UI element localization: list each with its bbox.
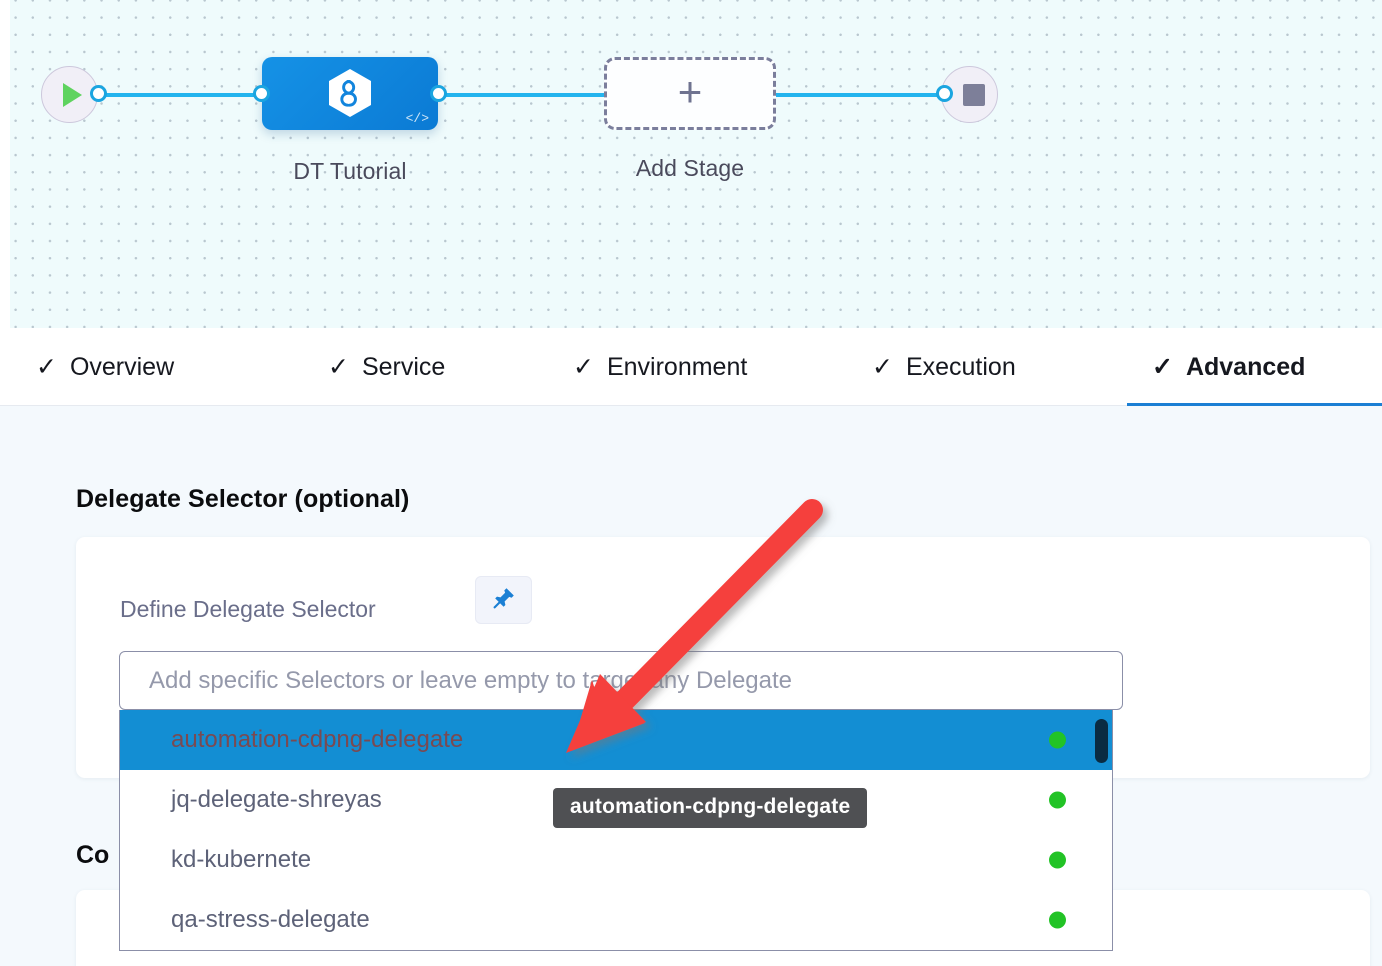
- stop-icon: [962, 83, 985, 106]
- stage-tab-bar: ✓ Overview ✓ Service ✓ Environment ✓ Exe…: [0, 328, 1382, 407]
- status-indicator-icon: [1049, 911, 1066, 929]
- status-indicator-icon: [1049, 851, 1066, 869]
- tab-execution-label: Execution: [905, 352, 1016, 381]
- tab-environment[interactable]: ✓ Environment: [573, 328, 803, 406]
- check-icon: ✓: [872, 352, 893, 381]
- delegate-selector-input-wrap[interactable]: Add specific Selectors or leave empty to…: [119, 651, 1123, 710]
- code-icon: </>: [405, 111, 429, 126]
- delegate-option-label: qa-stress-delegate: [171, 906, 370, 933]
- list-item[interactable]: automation-cdpng-delegate: [120, 710, 1112, 770]
- tab-overview-label: Overview: [69, 352, 175, 381]
- harness-hexagon-icon: [324, 67, 376, 124]
- delegate-tooltip: automation-cdpng-delegate: [553, 788, 868, 828]
- active-tab-underline: [1127, 403, 1382, 407]
- list-item[interactable]: jq-delegate-shreyas: [120, 770, 1112, 830]
- pipeline-start-node[interactable]: [41, 66, 98, 123]
- add-stage-node[interactable]: +: [604, 57, 776, 130]
- tab-advanced-label: Advanced: [1185, 352, 1306, 381]
- tab-service-label: Service: [361, 352, 446, 381]
- delegate-option-label: automation-cdpng-delegate: [171, 726, 464, 753]
- tab-execution[interactable]: ✓ Execution: [872, 328, 1072, 406]
- pipeline-canvas[interactable]: </> DT Tutorial + Add Stage: [0, 0, 1382, 328]
- tab-overview[interactable]: ✓ Overview: [36, 328, 216, 406]
- check-icon: ✓: [36, 352, 57, 381]
- delegate-selector-placeholder: Add specific Selectors or leave empty to…: [149, 666, 793, 694]
- stage-node-label: DT Tutorial: [293, 158, 407, 184]
- status-indicator-icon: [1049, 791, 1066, 809]
- canvas-left-edge: [0, 0, 10, 328]
- delegate-option-list[interactable]: automation-cdpng-delegate jq-delegate-sh…: [119, 710, 1113, 951]
- obscured-section-heading: Co: [76, 841, 110, 869]
- connector-start-to-stage: [99, 93, 269, 97]
- delegate-option-label: kd-kubernete: [171, 846, 312, 873]
- pushpin-button[interactable]: [475, 576, 532, 624]
- stage-input-port[interactable]: [253, 85, 270, 102]
- connector-stage-to-add: [437, 93, 609, 97]
- add-stage-label: Add Stage: [635, 155, 745, 181]
- status-indicator-icon: [1049, 731, 1066, 749]
- connector-add-to-end: [772, 93, 952, 97]
- pipeline-end-node[interactable]: [941, 66, 998, 123]
- list-item[interactable]: kd-kubernete: [120, 830, 1112, 890]
- tab-advanced[interactable]: ✓ Advanced: [1127, 328, 1382, 407]
- list-item[interactable]: qa-stress-delegate: [120, 890, 1112, 950]
- plus-icon: +: [677, 67, 703, 115]
- page-title: Delegate Selector (optional): [76, 485, 410, 513]
- play-icon: [63, 82, 82, 107]
- dropdown-scrollbar-thumb[interactable]: [1095, 719, 1108, 763]
- pushpin-icon: [492, 586, 516, 615]
- end-node-port[interactable]: [936, 85, 953, 102]
- define-delegate-selector-label: Define Delegate Selector: [120, 596, 376, 622]
- stage-output-port[interactable]: [430, 85, 447, 102]
- tab-service[interactable]: ✓ Service: [328, 328, 488, 406]
- delegate-option-label: jq-delegate-shreyas: [171, 786, 382, 813]
- stage-node-dt-tutorial[interactable]: </>: [262, 57, 438, 130]
- start-node-port[interactable]: [90, 85, 107, 102]
- check-icon: ✓: [573, 352, 594, 381]
- tab-environment-label: Environment: [606, 352, 748, 381]
- check-icon: ✓: [1152, 352, 1173, 381]
- check-icon: ✓: [328, 352, 349, 381]
